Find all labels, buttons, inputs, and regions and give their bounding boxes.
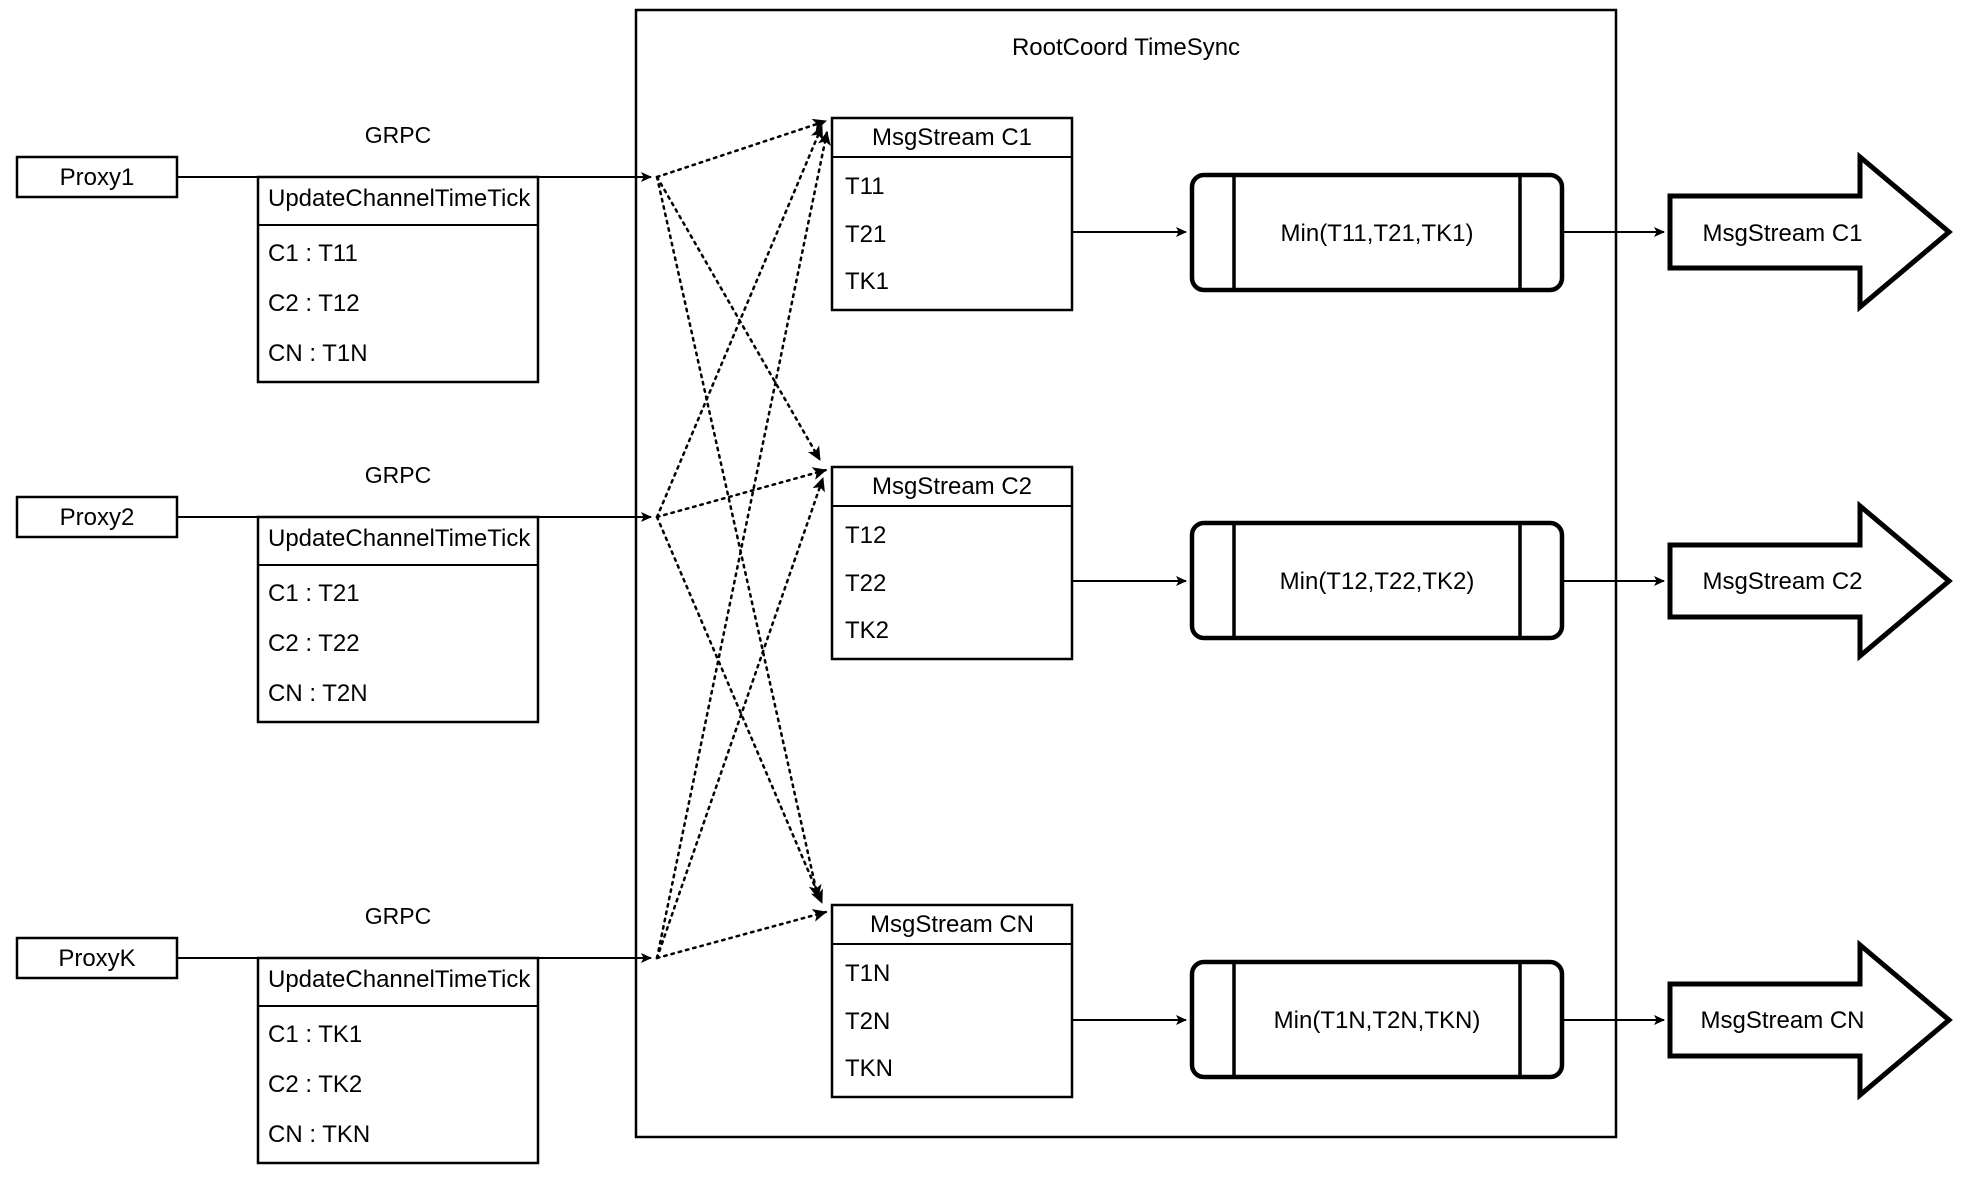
min-process-label-3: Min(T1N,T2N,TKN): [1273, 1007, 1481, 1034]
dotted-link-p2-c2: [655, 467, 828, 519]
dotted-link-p2-cn: [655, 515, 824, 905]
output-block-arrow-label-3: MsgStream CN: [1700, 1007, 1865, 1034]
output-block-arrow-label-1: MsgStream C1: [1702, 220, 1863, 247]
request-row-3-1: C2 : TK2: [268, 1071, 363, 1098]
msgstream-row-1-0: T11: [845, 173, 885, 200]
proxy-label-1[interactable]: Proxy1: [59, 164, 135, 191]
msgstream-row-3-2: TKN: [845, 1055, 893, 1082]
request-title-2: UpdateChannelTimeTick: [268, 525, 531, 552]
request-row-3-2: CN : TKN: [268, 1121, 371, 1148]
dotted-link-pk-c1: [655, 130, 831, 960]
msgstream-title-2: MsgStream C2: [871, 473, 1033, 500]
request-row-2-1: C2 : T22: [268, 630, 360, 657]
msgstream-row-1-1: T21: [845, 221, 887, 248]
dotted-link-p2-c1: [655, 124, 824, 519]
dotted-link-p1-c1: [655, 118, 828, 179]
request-title-1: UpdateChannelTimeTick: [268, 185, 531, 212]
rootcoord-container-title: RootCoord TimeSync: [1011, 34, 1241, 61]
msgstream-title-1: MsgStream C1: [871, 124, 1033, 151]
min-process-label-2: Min(T12,T22,TK2): [1279, 568, 1475, 595]
request-row-2-0: C1 : T21: [268, 580, 360, 607]
request-row-1-2: CN : T1N: [268, 340, 368, 367]
grpc-label-3: GRPC: [364, 903, 432, 929]
grpc-label-2: GRPC: [364, 462, 432, 488]
proxy-label-3[interactable]: ProxyK: [58, 945, 136, 972]
request-title-3: UpdateChannelTimeTick: [268, 966, 531, 993]
request-row-1-1: C2 : T12: [268, 290, 360, 317]
dotted-link-p1-cn: [655, 175, 822, 900]
grpc-label-1: GRPC: [364, 122, 432, 148]
msgstream-row-2-2: TK2: [845, 617, 890, 644]
msgstream-title-3: MsgStream CN: [869, 911, 1035, 938]
request-row-1-0: C1 : T11: [268, 240, 358, 267]
request-row-2-2: CN : T2N: [268, 680, 368, 707]
msgstream-row-2-1: T22: [845, 570, 887, 597]
msgstream-row-2-0: T12: [845, 522, 887, 549]
output-block-arrow-label-2: MsgStream C2: [1702, 568, 1863, 595]
min-process-label-1: Min(T11,T21,TK1): [1280, 220, 1474, 247]
msgstream-row-3-0: T1N: [845, 960, 891, 987]
msgstream-row-1-2: TK1: [845, 268, 890, 295]
msgstream-row-3-1: T2N: [845, 1008, 891, 1035]
proxy-label-2[interactable]: Proxy2: [59, 504, 135, 531]
dotted-link-pk-c2: [655, 476, 825, 960]
request-row-3-0: C1 : TK1: [268, 1021, 363, 1048]
dotted-link-p1-c2: [655, 175, 822, 462]
dotted-link-pk-cn: [655, 909, 828, 960]
